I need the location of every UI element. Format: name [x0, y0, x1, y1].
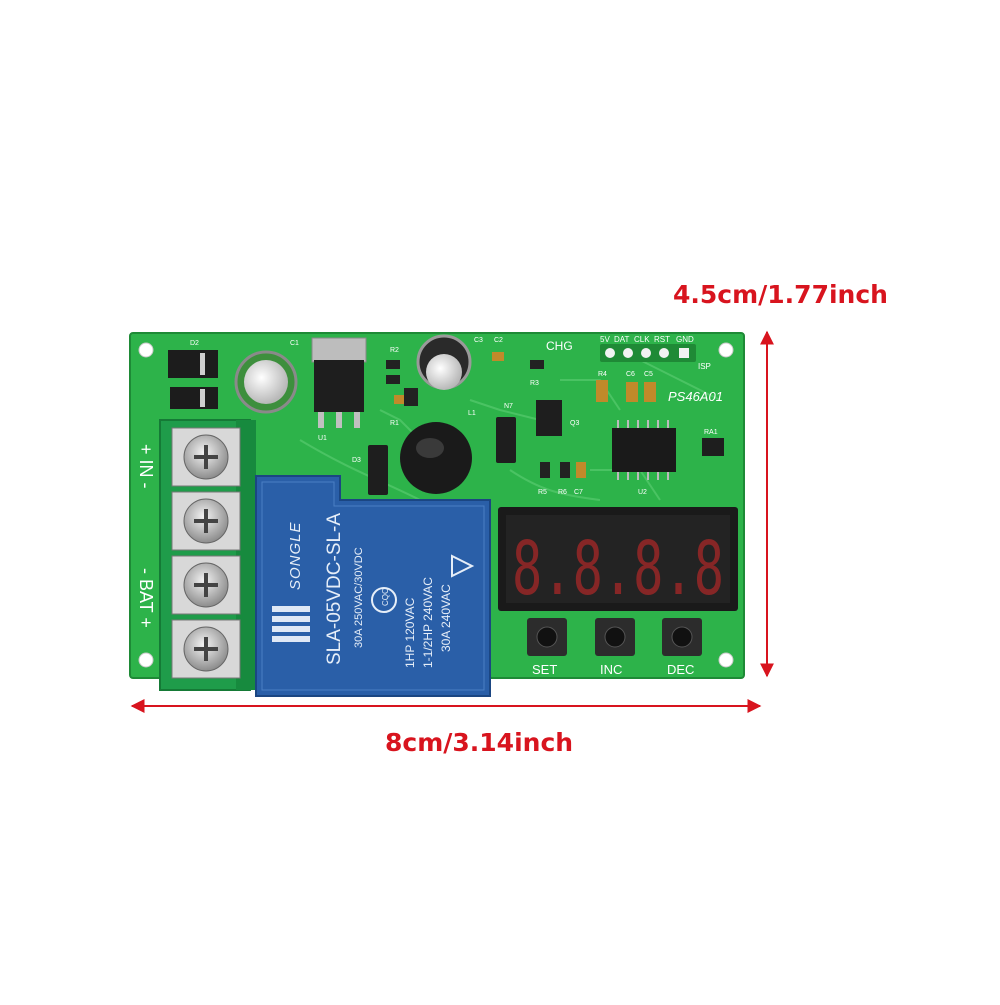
relay-model: SLA-05VDC-SL-A: [324, 513, 345, 665]
ref-c7: C7: [574, 489, 583, 496]
ref-u1: U1: [318, 435, 327, 442]
dec-button[interactable]: [662, 618, 702, 656]
set-label: SET: [532, 662, 557, 677]
ref-r2: R2: [390, 347, 399, 354]
relay-rating-line-1: 1HP 120VAC: [403, 597, 417, 668]
model-label: PS46A01: [668, 389, 723, 404]
dec-label: DEC: [667, 662, 694, 677]
isp-header: [600, 344, 696, 362]
inc-button[interactable]: [595, 618, 635, 656]
relay-rating: 30A 250VAC/30VDC: [353, 547, 365, 648]
ref-d2: D2: [190, 340, 199, 347]
ref-d3: D3: [352, 457, 361, 464]
terminal-screw: [171, 491, 241, 551]
ref-u2: U2: [638, 489, 647, 496]
ref-r3: R3: [530, 380, 539, 387]
ref-r4: R4: [598, 371, 607, 378]
mounting-hole: [718, 342, 734, 358]
terminal-screw: [171, 555, 241, 615]
chg-label: CHG: [546, 339, 573, 353]
mounting-hole: [138, 342, 154, 358]
ref-r1: R1: [390, 420, 399, 427]
relay-brand: SONGLE: [287, 521, 304, 590]
pin-label-rst: RST: [654, 335, 670, 344]
ref-r6: R6: [558, 489, 567, 496]
width-dimension-label: 8cm/3.14inch: [385, 728, 574, 757]
bat-label: - BAT +: [136, 568, 156, 628]
ref-l1: L1: [468, 410, 476, 417]
terminal-screw: [171, 427, 241, 487]
terminal-block: [159, 419, 256, 691]
in-label: + IN -: [136, 444, 156, 489]
inductor-l1: [400, 422, 472, 494]
cqc-mark: [371, 587, 397, 613]
ref-c2: C2: [494, 337, 503, 344]
warning-triangle-icon: [451, 554, 475, 578]
relay-rating-line-3: 30A 240VAC: [439, 584, 453, 652]
songle-logo-mark: [272, 606, 310, 642]
isp-label: ISP: [698, 362, 711, 371]
seven-segment-display: [498, 507, 738, 611]
terminal-screw: [171, 619, 241, 679]
pin-label-dat: DAT: [614, 335, 630, 344]
ref-c5: C5: [644, 371, 653, 378]
ref-c3: C3: [474, 337, 483, 344]
relay-cert: CQC: [381, 588, 390, 606]
ref-c6: C6: [626, 371, 635, 378]
set-button[interactable]: [527, 618, 567, 656]
relay: [255, 475, 491, 697]
display-digits: 8.8.8.8: [512, 526, 724, 612]
pin-label-gnd: GND: [676, 335, 694, 344]
mounting-hole: [138, 652, 154, 668]
ref-ra1: RA1: [704, 429, 718, 436]
height-dimension-label: 4.5cm/1.77inch: [673, 280, 888, 309]
pin-label-clk: CLK: [634, 335, 650, 344]
ref-r5: R5: [538, 489, 547, 496]
ref-c1: C1: [290, 340, 299, 347]
ref-n7: N7: [504, 403, 513, 410]
ref-q3: Q3: [570, 420, 579, 427]
chip-u2: [612, 428, 676, 472]
pin-label-5v: 5V: [600, 335, 610, 344]
inc-label: INC: [600, 662, 622, 677]
mounting-hole: [718, 652, 734, 668]
relay-rating-line-2: 1-1/2HP 240VAC: [421, 577, 435, 668]
